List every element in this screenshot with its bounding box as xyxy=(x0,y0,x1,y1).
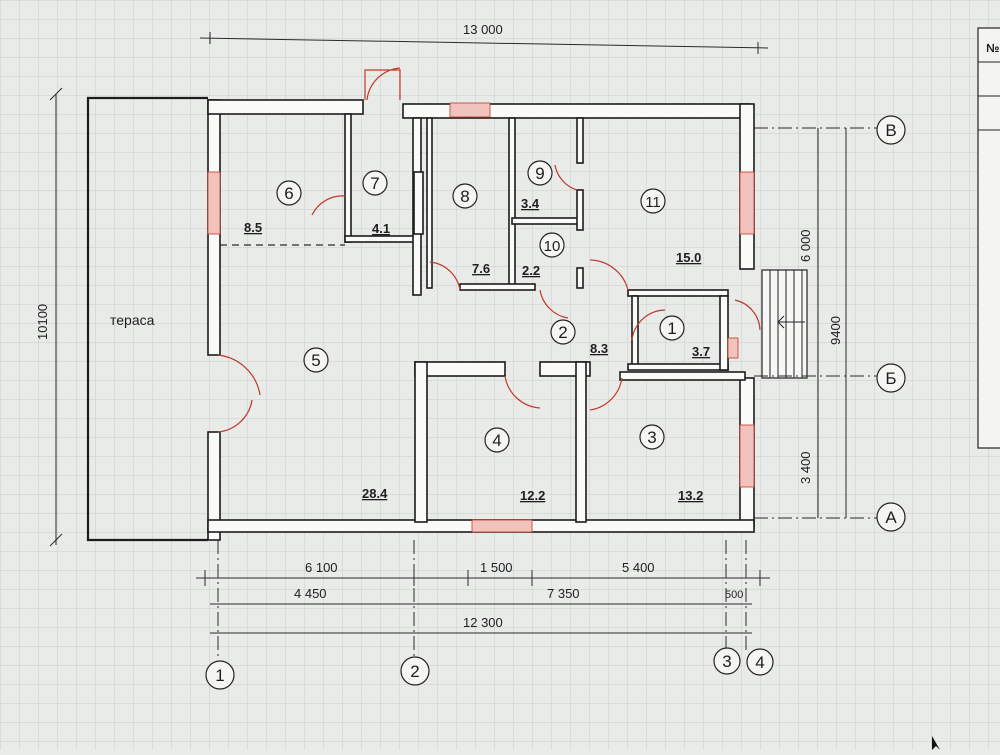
room-4-area: 12.2 xyxy=(520,488,545,503)
room-2-bubble xyxy=(550,319,576,345)
room-6-area: 8.5 xyxy=(244,220,262,235)
side-table-header: № xyxy=(986,41,999,55)
axis-b-bubble xyxy=(876,363,906,393)
room-5-number: 5 xyxy=(311,351,320,370)
door-room-6 xyxy=(311,195,346,216)
axis-a-bubble xyxy=(876,502,906,532)
window-room-8 xyxy=(449,102,491,118)
dim-bottom-500: 500 xyxy=(725,589,743,601)
axis-2-bubble xyxy=(400,656,430,686)
room-3-number: 3 xyxy=(647,428,656,447)
room-8-area: 7.6 xyxy=(472,261,490,276)
axis-v-label: В xyxy=(885,121,896,140)
door-room-3 xyxy=(589,377,623,411)
door-room-8 xyxy=(429,261,461,291)
room-10-area: 2.2 xyxy=(522,263,540,278)
interior-walls xyxy=(344,113,746,523)
room-2-area: 8.3 xyxy=(590,341,608,356)
dim-bottom-total: 12 300 xyxy=(463,615,503,630)
mouse-cursor-icon xyxy=(932,736,940,750)
room-11-number: 11 xyxy=(645,194,661,211)
room-1-number: 1 xyxy=(667,319,676,338)
room-number-bubbles xyxy=(276,160,685,453)
axis-b-label: Б xyxy=(885,369,896,388)
axis-4-label: 4 xyxy=(755,653,764,672)
room-11-area: 15.0 xyxy=(676,250,701,265)
terrace-door xyxy=(217,354,261,433)
room-9-bubble xyxy=(527,160,553,186)
axis-3-label: 3 xyxy=(722,652,731,671)
porch-stairs xyxy=(761,269,808,379)
window-room-3 xyxy=(739,424,755,488)
axis-4-bubble xyxy=(746,648,774,676)
dim-bottom-6100: 6 100 xyxy=(305,560,338,575)
dim-right-upper: 6 000 xyxy=(798,229,813,262)
door-room-9 xyxy=(554,164,578,191)
room-4-bubble xyxy=(484,427,510,453)
axis-1-bubble xyxy=(205,660,235,690)
room-3-area: 13.2 xyxy=(678,488,703,503)
door-room-11 xyxy=(589,259,629,291)
dim-bottom-7350: 7 350 xyxy=(547,586,580,601)
room-5-area: 28.4 xyxy=(362,486,388,501)
doors xyxy=(217,67,761,433)
room-8-bubble xyxy=(452,183,478,209)
room-4-number: 4 xyxy=(492,431,501,450)
room-numbers: 1 2 3 4 5 6 7 8 9 10 11 xyxy=(284,164,676,450)
window-room-1 xyxy=(727,337,739,359)
room-9-number: 9 xyxy=(535,164,544,183)
room-1-bubble xyxy=(659,315,685,341)
room-10-bubble xyxy=(539,232,565,258)
dim-bottom-4450: 4 450 xyxy=(294,586,327,601)
axis-3-bubble xyxy=(713,647,741,675)
room-9-area: 3.4 xyxy=(521,196,540,211)
dim-right-total: 9400 xyxy=(828,316,843,345)
window-room-4 xyxy=(471,519,533,533)
terrace-label: тераса xyxy=(110,312,155,328)
door-room-1 xyxy=(631,309,666,341)
entrance-door xyxy=(364,67,401,101)
axis-a-label: А xyxy=(885,508,897,527)
dimension-texts: 13 000 10100 6 000 9400 3 400 6 100 1 50… xyxy=(35,22,843,630)
door-porch xyxy=(734,299,761,331)
window-room-6 xyxy=(207,171,221,235)
terrace-outline xyxy=(86,96,208,542)
dim-left-total: 10100 xyxy=(35,304,50,340)
room-6-number: 6 xyxy=(284,184,293,203)
room-1-area: 3.7 xyxy=(692,344,710,359)
axis-bubbles xyxy=(205,115,906,690)
dim-bottom-1500: 1 500 xyxy=(480,560,513,575)
room-11-bubble xyxy=(640,188,666,214)
room-2-number: 2 xyxy=(558,323,567,342)
room-7-number: 7 xyxy=(370,174,379,193)
room-6-bubble xyxy=(276,180,302,206)
axis-2-label: 2 xyxy=(410,662,419,681)
dim-top-total: 13 000 xyxy=(463,22,503,37)
room-10-number: 10 xyxy=(544,238,561,255)
room-areas: 3.7 8.3 13.2 12.2 28.4 8.5 4.1 7.6 3.4 2… xyxy=(244,196,710,503)
axis-labels: 1 2 3 4 В Б А xyxy=(215,121,897,685)
axis-v-bubble xyxy=(876,115,906,145)
axis-1-label: 1 xyxy=(215,666,224,685)
dim-right-lower: 3 400 xyxy=(798,451,813,484)
door-room-10 xyxy=(539,289,569,319)
windows xyxy=(207,102,755,533)
room-5-bubble xyxy=(303,347,329,373)
room-7-bubble xyxy=(362,170,388,196)
dimension-lines xyxy=(49,32,847,634)
room-3-bubble xyxy=(639,424,665,450)
room-7-area: 4.1 xyxy=(372,221,390,236)
side-table: № xyxy=(977,27,1000,449)
axis-lines xyxy=(217,127,878,660)
room-8-number: 8 xyxy=(460,187,469,206)
door-room-4 xyxy=(504,375,541,409)
window-room-11 xyxy=(739,171,755,235)
dim-bottom-5400: 5 400 xyxy=(622,560,655,575)
